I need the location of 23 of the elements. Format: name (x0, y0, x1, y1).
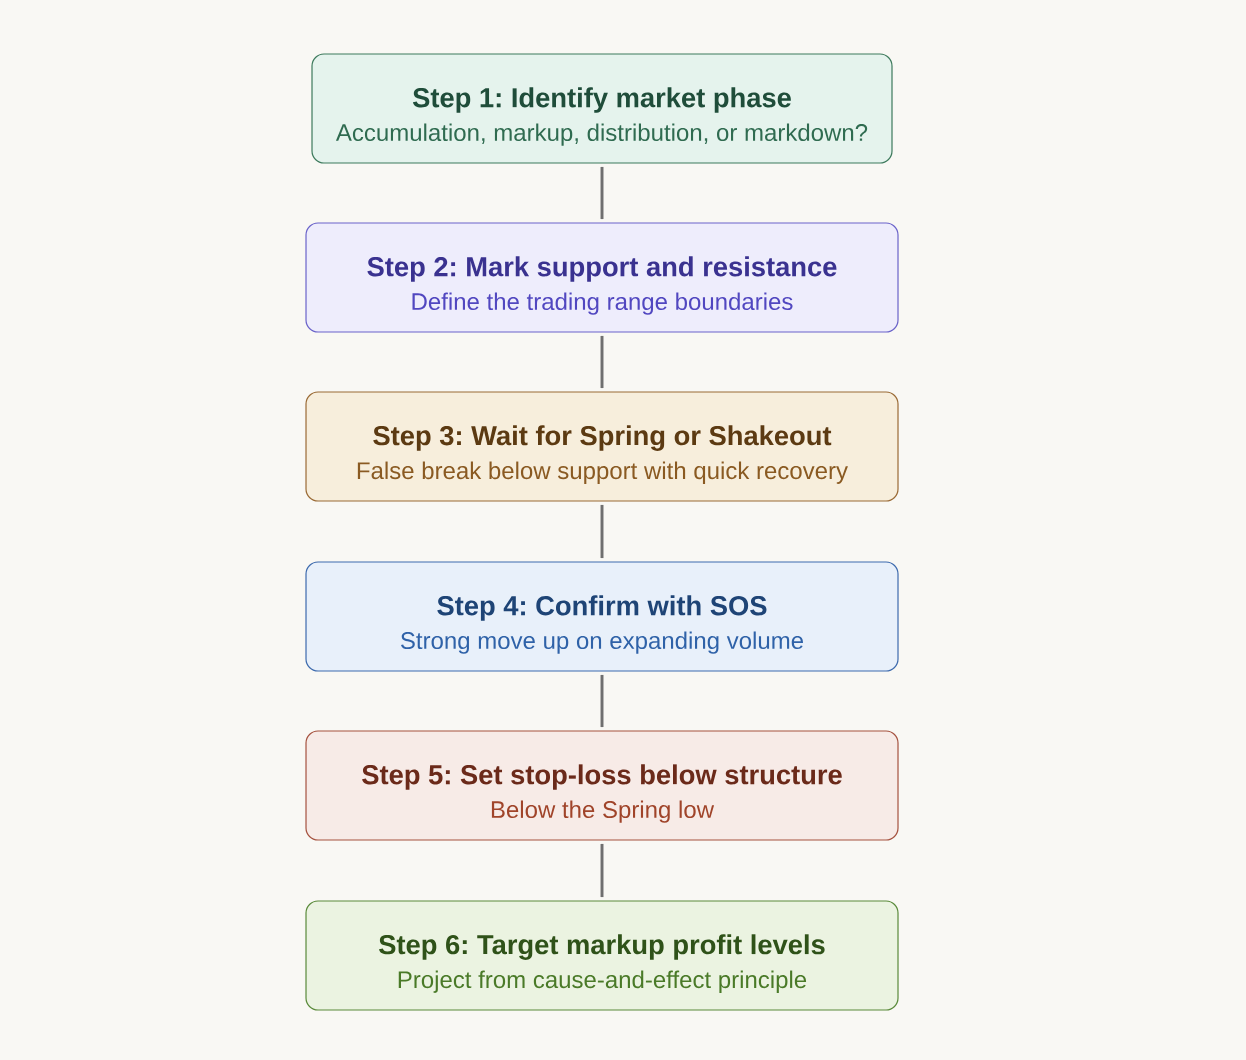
connector-line (600, 504, 604, 559)
step-description: Below the Spring low (491, 800, 715, 823)
connector-line (600, 674, 604, 728)
step-description: Project from cause-and-effect principle (398, 970, 807, 993)
step-box (305, 730, 899, 841)
step-title: Step 5: Set stop-loss below structure (362, 764, 842, 790)
step-description: Define the trading range boundaries (412, 292, 793, 315)
step-description: Strong move up on expanding volume (400, 631, 803, 654)
step-title: Step 1: Identify market phase (412, 87, 791, 113)
step-title: Step 3: Wait for Spring or Shakeout (373, 425, 832, 451)
step-box (305, 900, 899, 1011)
step-description: Accumulation, markup, distribution, or markdown? (335, 123, 868, 146)
step-description: False break below support with quick recovery (357, 461, 848, 484)
connector-line (600, 335, 604, 389)
step-box (305, 222, 899, 333)
step-title: Step 4: Confirm with SOS (437, 595, 767, 621)
connector-line (600, 166, 604, 220)
step-box (311, 53, 893, 164)
connector-line (600, 843, 604, 898)
step-title: Step 2: Mark support and resistance (367, 256, 837, 282)
step-box (305, 391, 899, 502)
step-box (305, 561, 899, 672)
step-title: Step 6: Target markup profit levels (379, 934, 825, 960)
